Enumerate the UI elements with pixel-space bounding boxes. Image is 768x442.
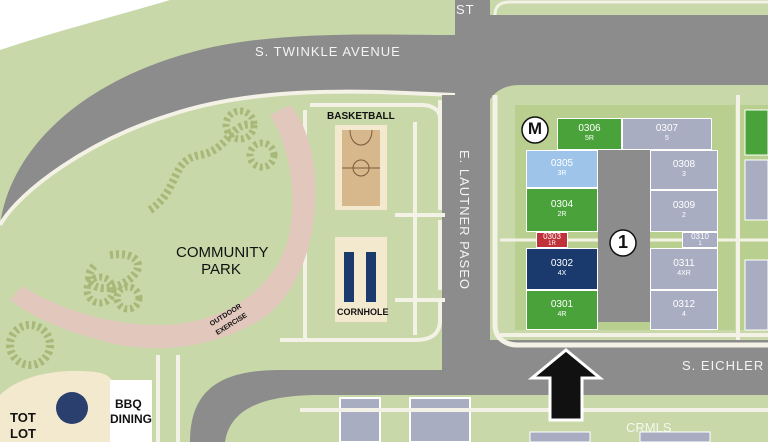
street-twinkle: S. TWINKLE AVENUE bbox=[255, 44, 401, 59]
street-st: ST bbox=[456, 2, 475, 17]
bbq-label-line1: BBQ bbox=[115, 397, 142, 411]
building-number: 1 bbox=[617, 232, 628, 252]
watermark: CRMLS bbox=[626, 420, 672, 435]
cornhole-court bbox=[335, 237, 387, 322]
building-marker-circle bbox=[609, 229, 637, 257]
m-marker-circle bbox=[521, 116, 549, 144]
bbq-dining-area bbox=[110, 380, 152, 442]
grass-strip bbox=[495, 0, 768, 15]
blank-area bbox=[0, 0, 170, 50]
bbq-label-line2: DINING bbox=[110, 412, 152, 426]
twinkle-avenue-road bbox=[0, 0, 768, 225]
park-label-line1: COMMUNITY bbox=[176, 244, 269, 261]
entry-arrow bbox=[527, 348, 605, 422]
m-marker: M bbox=[527, 119, 543, 138]
twinkle-curb bbox=[0, 89, 456, 226]
basketball-label: BASKETBALL bbox=[327, 111, 395, 122]
eichler-road bbox=[190, 340, 768, 442]
tot-label-line1: TOT bbox=[10, 410, 36, 425]
park-label-line2: PARK bbox=[201, 261, 241, 278]
street-eichler: S. EICHLER bbox=[682, 358, 765, 373]
street-lautner: E. LAUTNER PASEO bbox=[457, 150, 472, 291]
tot-label-line2: LOT bbox=[10, 426, 36, 441]
playground-icon bbox=[56, 392, 88, 424]
park-path bbox=[10, 105, 316, 349]
cornhole-label: CORNHOLE bbox=[337, 307, 389, 317]
